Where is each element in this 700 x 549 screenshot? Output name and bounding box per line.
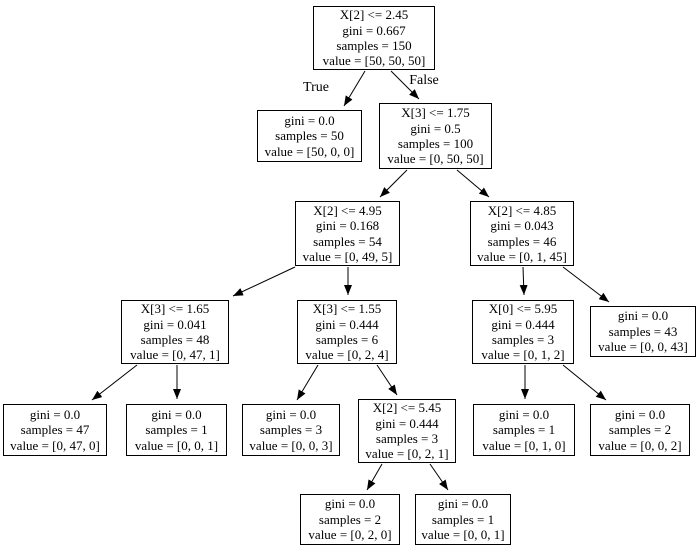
- node-condition: X[2] <= 5.45: [372, 400, 442, 416]
- node-value: value = [0, 49, 5]: [302, 248, 393, 264]
- node-samples: samples = 3: [375, 431, 439, 446]
- node-condition: X[2] <= 4.85: [487, 202, 557, 218]
- node-gini: gini = 0.444: [375, 415, 439, 431]
- node-gini: gini = 0.0: [324, 496, 376, 512]
- node-gini: gini = 0.0: [614, 406, 666, 422]
- node-gini: gini = 0.5: [410, 120, 461, 136]
- node-value: value = [0, 1, 0]: [482, 437, 566, 453]
- node-condition: X[2] <= 4.95: [313, 202, 382, 218]
- node-value: value = [0, 0, 2]: [598, 437, 682, 453]
- node-samples: samples = 48: [140, 332, 210, 347]
- node-samples: samples = 1: [492, 422, 556, 438]
- tree-node-d5-leaf1: gini = 0.0 samples = 2 value = [0, 2, 0]: [300, 494, 400, 545]
- tree-node-d4-leaf1: gini = 0.0 samples = 47 value = [0, 47, …: [3, 404, 107, 456]
- edge-d3node2-left: [296, 364, 319, 401]
- node-samples: samples = 43: [608, 323, 678, 339]
- tree-node-d1-right: X[3] <= 1.75 gini = 0.5 samples = 100 va…: [379, 103, 492, 169]
- node-value: value = [0, 2, 0]: [308, 527, 392, 543]
- node-gini: gini = 0.0: [151, 406, 202, 422]
- node-gini: gini = 0.444: [315, 316, 379, 332]
- node-gini: gini = 0.0: [498, 406, 550, 422]
- node-samples: samples = 1: [145, 422, 208, 438]
- node-value: value = [0, 2, 1]: [365, 446, 449, 462]
- node-value: value = [0, 1, 45]: [477, 248, 567, 264]
- node-gini: gini = 0.043: [490, 218, 554, 234]
- tree-node-d4-node4: X[2] <= 5.45 gini = 0.444 samples = 3 va…: [358, 399, 456, 463]
- edge-d4node4-right: [429, 463, 449, 491]
- node-samples: samples = 150: [336, 38, 412, 53]
- tree-node-d3-node1: X[3] <= 1.65 gini = 0.041 samples = 48 v…: [121, 300, 229, 364]
- node-value: value = [50, 50, 50]: [322, 53, 426, 69]
- tree-node-d2-right: X[2] <= 4.85 gini = 0.043 samples = 46 v…: [470, 201, 574, 266]
- node-value: value = [50, 0, 0]: [264, 143, 355, 159]
- node-samples: samples = 50: [275, 128, 344, 144]
- tree-node-d4-leaf5: gini = 0.0 samples = 1 value = [0, 1, 0]: [473, 404, 575, 456]
- tree-node-d5-leaf2: gini = 0.0 samples = 1 value = [0, 0, 1]: [415, 494, 511, 545]
- edge-d1right-right: [456, 169, 490, 198]
- node-gini: gini = 0.0: [29, 406, 81, 422]
- edge-d3node1-left: [91, 364, 138, 401]
- node-condition: X[2] <= 2.45: [339, 7, 409, 23]
- node-samples: samples = 1: [431, 511, 495, 527]
- edge-d1right-left: [379, 169, 408, 198]
- edge-root-false: [390, 70, 420, 100]
- edge-label-false: False: [409, 73, 439, 88]
- node-condition: X[0] <= 5.95: [488, 301, 558, 317]
- node-gini: gini = 0.0: [265, 406, 317, 422]
- node-gini: gini = 0.667: [342, 22, 406, 38]
- edge-d4node4-left: [366, 463, 383, 491]
- node-samples: samples = 2: [608, 422, 672, 438]
- node-samples: samples = 100: [397, 136, 474, 151]
- node-value: value = [0, 1, 2]: [481, 347, 565, 363]
- node-samples: samples = 54: [313, 233, 382, 249]
- node-gini: gini = 0.0: [617, 308, 669, 324]
- node-gini: gini = 0.041: [143, 316, 207, 332]
- node-value: value = [0, 0, 1]: [421, 527, 505, 543]
- tree-node-d3-leaf4: gini = 0.0 samples = 43 value = [0, 0, 4…: [590, 306, 696, 357]
- node-samples: samples = 2: [318, 511, 382, 527]
- tree-node-d4-leaf6: gini = 0.0 samples = 2 value = [0, 0, 2]: [590, 404, 690, 456]
- node-value: value = [0, 0, 43]: [598, 339, 688, 355]
- node-samples: samples = 6: [315, 332, 379, 347]
- edge-d3node3-right: [562, 364, 607, 401]
- edge-d3node2-right: [376, 364, 398, 396]
- node-condition: X[3] <= 1.75: [401, 105, 470, 121]
- tree-node-d4-leaf3: gini = 0.0 samples = 3 value = [0, 0, 3]: [242, 404, 340, 456]
- tree-node-d3-node3: X[0] <= 5.95 gini = 0.444 samples = 3 va…: [472, 300, 574, 364]
- tree-node-d4-leaf2: gini = 0.0 samples = 1 value = [0, 0, 1]: [126, 404, 227, 456]
- node-condition: X[3] <= 1.55: [312, 301, 382, 317]
- node-samples: samples = 47: [20, 422, 90, 438]
- node-gini: gini = 0.168: [315, 218, 380, 234]
- tree-node-d3-node2: X[3] <= 1.55 gini = 0.444 samples = 6 va…: [297, 300, 397, 364]
- node-samples: samples = 46: [487, 233, 557, 249]
- tree-node-d2-left: X[2] <= 4.95 gini = 0.168 samples = 54 v…: [295, 201, 400, 266]
- node-value: value = [0, 47, 1]: [130, 347, 220, 363]
- node-samples: samples = 3: [491, 332, 555, 347]
- node-value: value = [0, 0, 1]: [134, 437, 219, 453]
- node-value: value = [0, 2, 4]: [305, 347, 389, 363]
- node-value: value = [0, 47, 0]: [10, 437, 100, 453]
- node-gini: gini = 0.0: [437, 496, 489, 512]
- node-value: value = [0, 0, 3]: [249, 437, 333, 453]
- edge-d2right-right: [562, 266, 610, 303]
- node-condition: X[3] <= 1.65: [140, 301, 210, 317]
- edge-root-true: [343, 70, 366, 107]
- node-samples: samples = 3: [259, 422, 323, 438]
- tree-node-root: X[2] <= 2.45 gini = 0.667 samples = 150 …: [313, 6, 435, 70]
- tree-node-d1-left-leaf: gini = 0.0 samples = 50 value = [50, 0, …: [257, 110, 362, 162]
- edge-d2left-left: [232, 266, 296, 297]
- node-gini: gini = 0.444: [491, 316, 555, 332]
- node-gini: gini = 0.0: [284, 112, 335, 128]
- edge-d2right-left: [519, 266, 528, 296]
- node-value: value = [0, 50, 50]: [387, 151, 484, 167]
- edge-label-true: True: [303, 80, 329, 95]
